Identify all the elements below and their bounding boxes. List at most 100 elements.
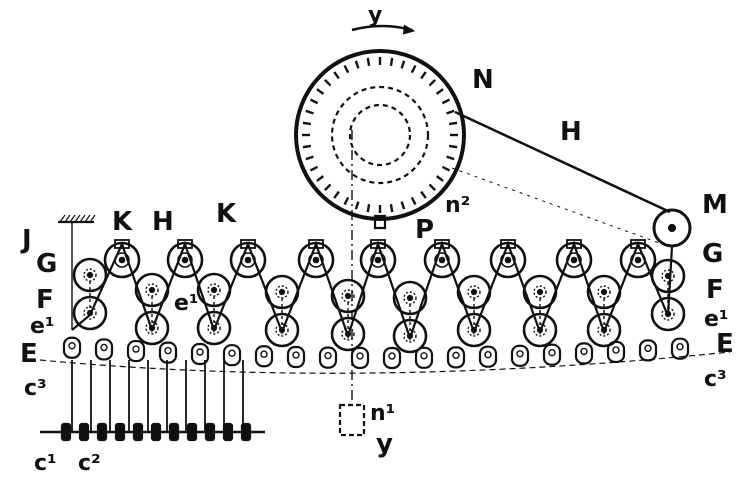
small-pulley xyxy=(606,340,626,364)
label-E-left: E xyxy=(20,339,38,369)
upper-pulley-hub xyxy=(500,252,516,268)
dial-tick xyxy=(302,144,312,149)
upper-pulley-axle xyxy=(312,256,320,264)
dial-tick xyxy=(428,78,437,87)
lower-pulley-hub xyxy=(467,323,481,337)
label-P: P xyxy=(415,215,434,245)
label-c3-left: c³ xyxy=(24,376,47,401)
upper-pulley-hub xyxy=(240,252,256,268)
lower-pulley xyxy=(196,310,232,346)
dial-tick xyxy=(400,201,406,210)
upper-pulley-axle xyxy=(504,256,512,264)
small-pulley-axle xyxy=(484,351,492,359)
small-pulley-axle xyxy=(132,345,140,353)
lower-pulley-hub xyxy=(533,285,547,299)
weight-n1 xyxy=(338,403,366,437)
dial-tick xyxy=(366,57,371,67)
lower-pulley-hub xyxy=(275,285,289,299)
lower-pulley-hub xyxy=(341,327,355,341)
small-pulley xyxy=(254,345,274,368)
small-pulley-axle xyxy=(324,351,332,360)
lower-pulley xyxy=(456,274,492,310)
hatch-mark xyxy=(69,214,76,223)
dial-tick xyxy=(302,121,312,126)
small-pulley-axle xyxy=(292,351,300,359)
dial-tick xyxy=(305,109,314,115)
small-pulley xyxy=(350,346,370,370)
small-pulley xyxy=(286,345,306,369)
small-pulley xyxy=(94,338,114,361)
dial-ticks xyxy=(302,57,458,213)
lower-pulley-axle xyxy=(406,294,414,302)
dial-tick xyxy=(428,183,437,192)
dial-tick xyxy=(441,98,451,105)
hatch-mark xyxy=(79,214,86,223)
label-c3-right: c³ xyxy=(704,367,727,392)
dial-tick xyxy=(410,64,417,74)
label-M: M xyxy=(702,190,728,220)
lower-pulley xyxy=(650,296,686,332)
lower-pulley xyxy=(522,312,558,348)
lower-pulley-axle xyxy=(600,326,608,334)
lower-pulley-axle xyxy=(278,288,286,296)
lower-pulley-hub xyxy=(207,321,221,335)
lower-pulley-axle xyxy=(406,332,414,340)
comber-elements xyxy=(60,422,252,442)
comber-block xyxy=(96,422,108,442)
label-K-mid: K xyxy=(216,199,237,229)
line-E xyxy=(39,351,731,374)
dial-tick xyxy=(343,64,350,74)
label-n2: n² xyxy=(445,193,470,218)
comber-block xyxy=(186,422,198,442)
hatch-mark xyxy=(84,214,91,223)
heddle-cords xyxy=(71,360,244,432)
upper-pulley-axle xyxy=(244,256,252,264)
lower-pulley-hub xyxy=(661,269,675,283)
lower-pulley xyxy=(72,257,108,293)
small-pulley-axle xyxy=(388,352,396,360)
comber-block xyxy=(114,422,126,442)
lower-pulley-hub xyxy=(145,321,159,335)
dial-tick xyxy=(420,71,427,80)
small-pulley-axle xyxy=(356,352,364,360)
upper-pulley xyxy=(166,241,204,279)
lower-pulley xyxy=(456,312,492,348)
small-pulley-axle xyxy=(612,346,620,354)
dial-tick xyxy=(400,60,406,69)
small-pulley-axle xyxy=(228,349,236,357)
lower-pulley-hub xyxy=(533,323,547,337)
upper-pulley-hub xyxy=(434,252,450,268)
hatch-mark xyxy=(64,214,71,223)
dial-tick xyxy=(446,109,455,115)
dial-tick xyxy=(354,60,360,69)
small-pulley xyxy=(478,345,498,368)
label-H-left: H xyxy=(152,207,174,237)
belt-hidden xyxy=(451,167,663,245)
lower-pulleys-GF xyxy=(72,257,686,354)
small-pulley-axle xyxy=(164,346,172,355)
dial-tick xyxy=(410,196,417,206)
small-pulley xyxy=(62,336,82,359)
lower-pulley-axle xyxy=(148,286,156,294)
comber-block xyxy=(150,422,162,442)
label-e1-mid: e¹ xyxy=(174,291,199,316)
lower-pulley-hub xyxy=(597,285,611,299)
hub-hidden-circle xyxy=(348,103,412,167)
upper-pulley xyxy=(423,241,461,279)
small-pulley-axle xyxy=(260,350,268,358)
upper-pulley-axle xyxy=(570,256,578,264)
pulley-M-axle xyxy=(667,223,677,233)
lower-pulley-hub xyxy=(83,268,97,282)
machine-linework xyxy=(39,24,731,442)
label-n1: n¹ xyxy=(370,401,395,426)
comber-block xyxy=(240,422,252,442)
small-pulley xyxy=(670,337,690,360)
inner-hidden-circle xyxy=(330,85,430,185)
label-c1: c¹ xyxy=(34,451,57,476)
hatch-mark xyxy=(74,214,81,223)
lower-pulley-axle xyxy=(210,286,218,294)
upper-pulley xyxy=(229,241,267,279)
upper-pulley-axle xyxy=(181,256,189,264)
small-pulley xyxy=(414,346,434,369)
